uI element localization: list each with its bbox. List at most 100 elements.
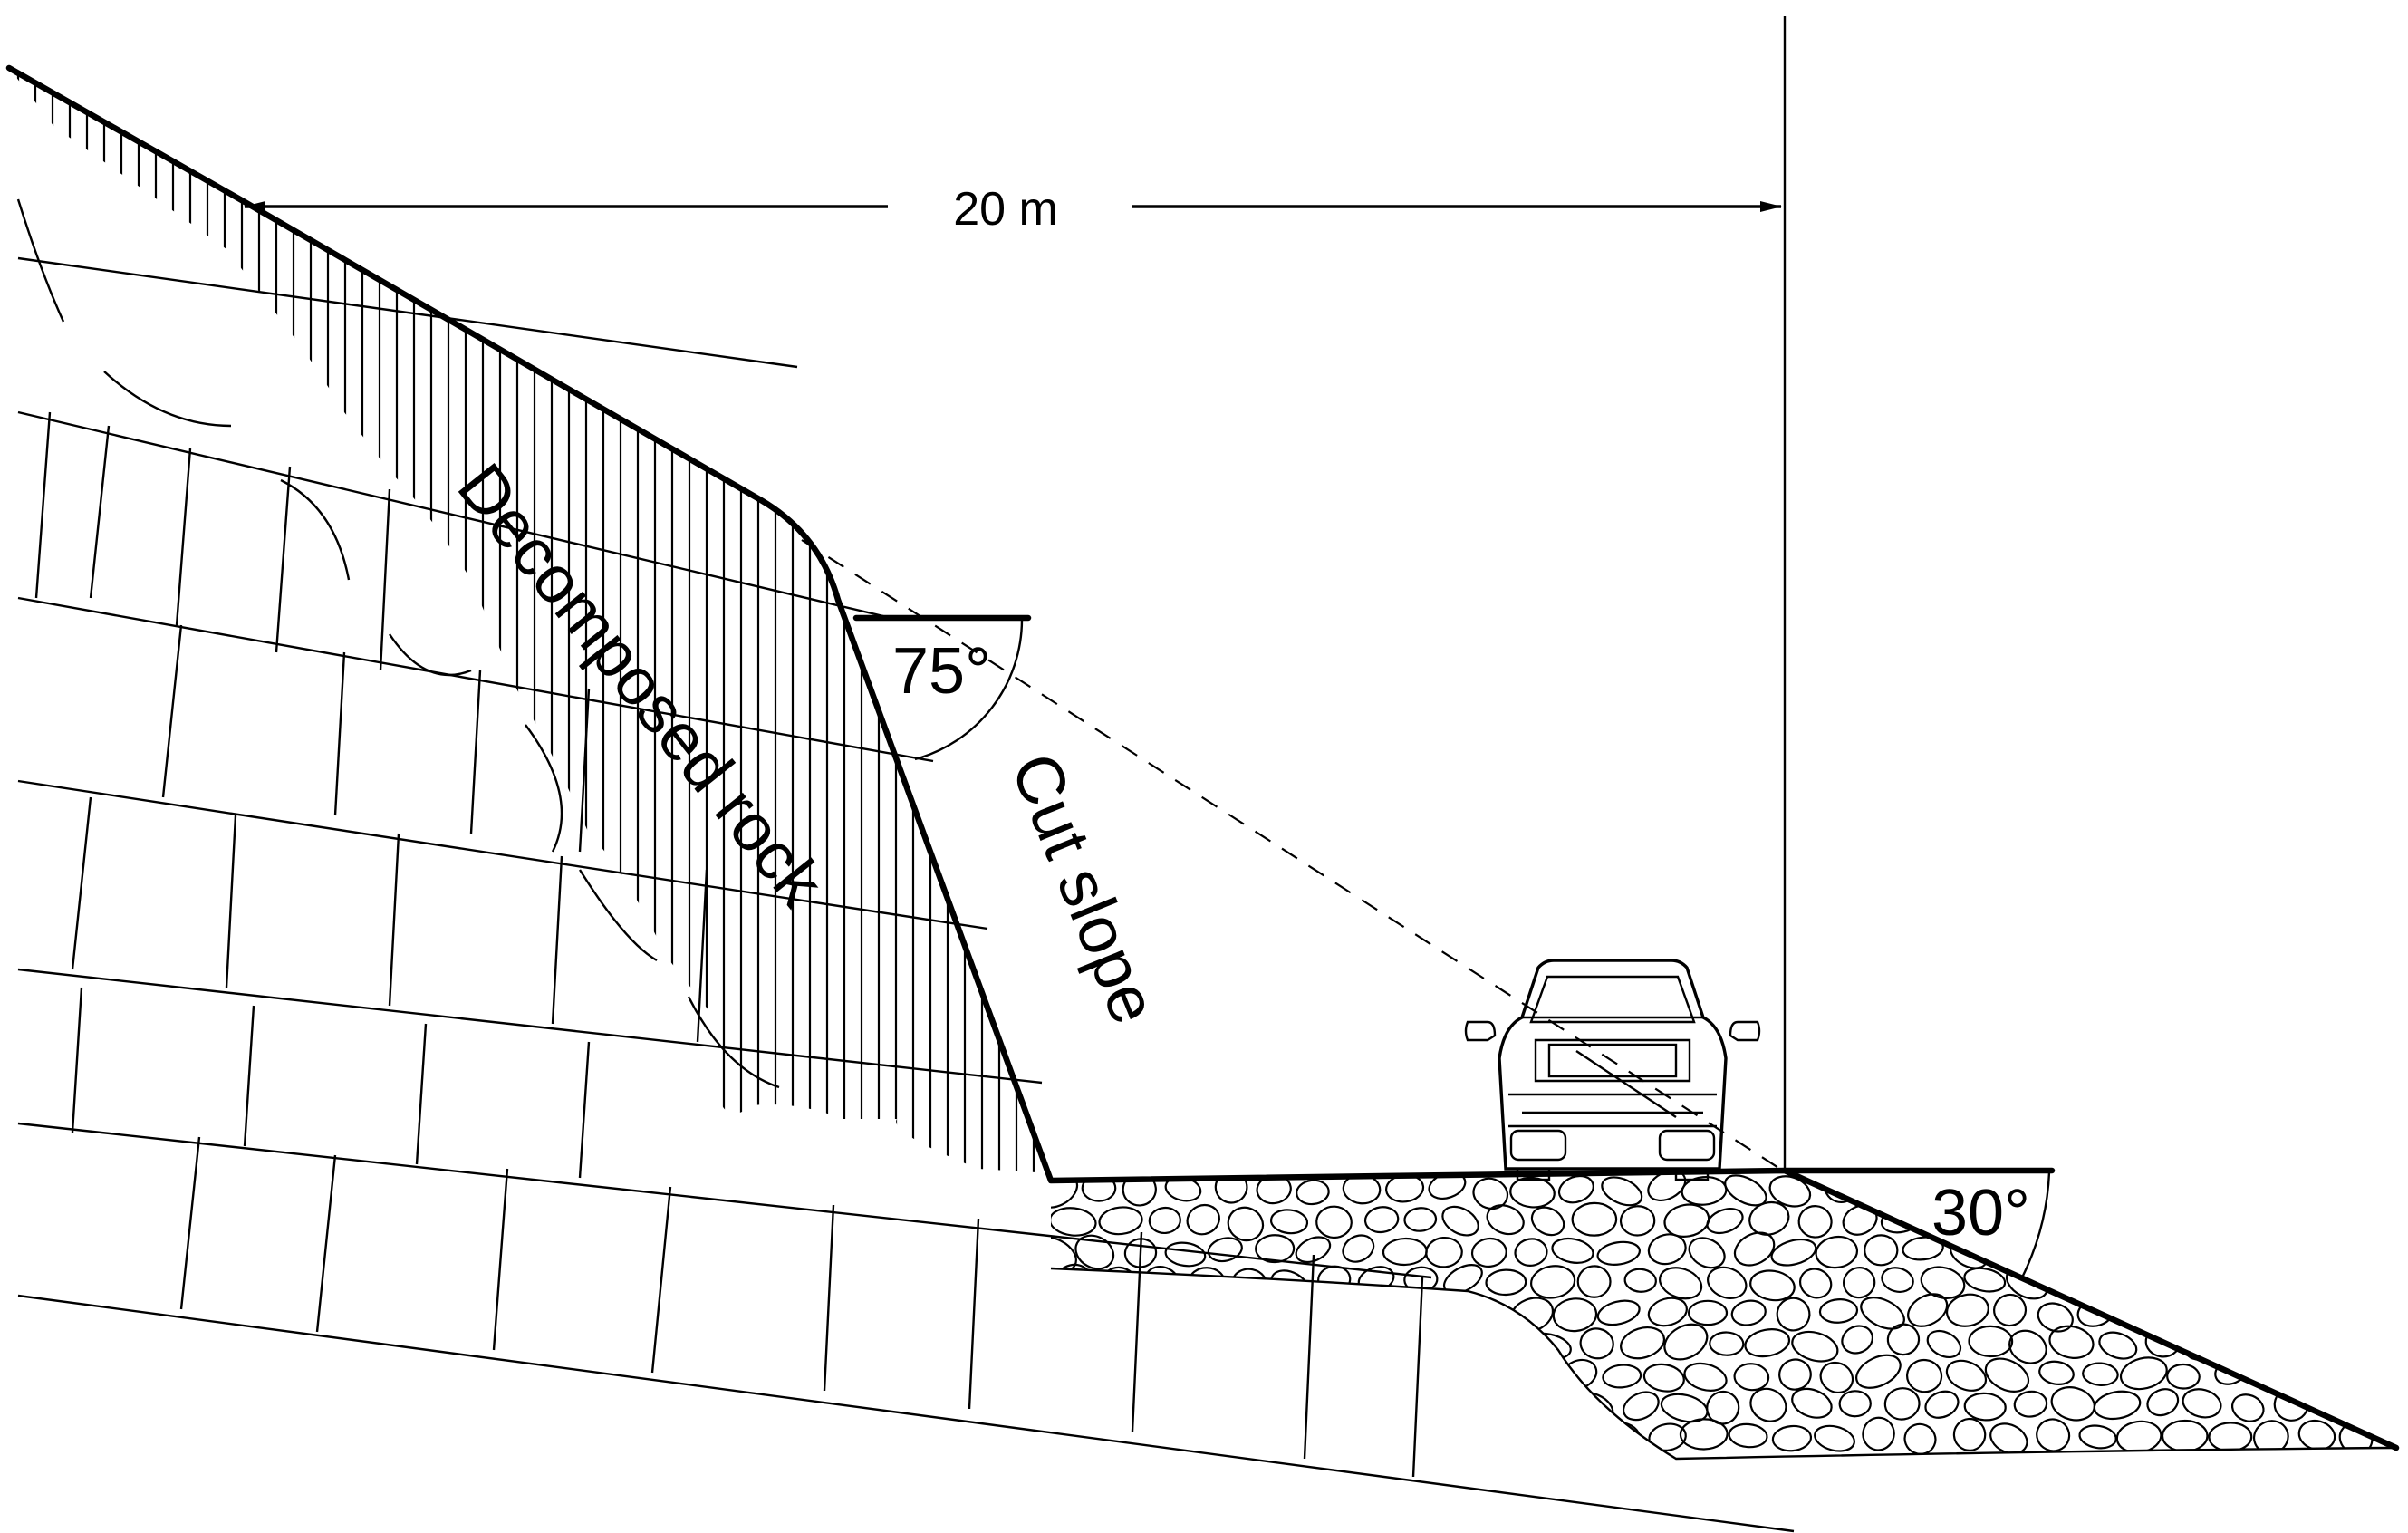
rock-joint-line xyxy=(175,448,192,626)
rock-joint-line xyxy=(161,624,183,798)
cobble-stone xyxy=(1337,1298,1374,1330)
cobble-stone xyxy=(1051,1207,1097,1237)
cobble-stone xyxy=(1596,1299,1641,1326)
cobble-stone xyxy=(1596,1240,1641,1266)
cobble-stone xyxy=(1227,1206,1265,1242)
cobble-stone xyxy=(2056,1200,2099,1233)
cobble-stone xyxy=(1253,1293,1296,1327)
cobble-stone xyxy=(1663,1203,1710,1238)
cobble-stone xyxy=(1052,1384,1097,1420)
cobble-stone xyxy=(2275,1327,2314,1357)
cobble-stone xyxy=(1257,1420,1291,1451)
cobble-stone xyxy=(1798,1268,1833,1299)
cobble-stone xyxy=(1270,1269,1311,1304)
rock-joint-line xyxy=(492,1168,509,1351)
cobble-stone xyxy=(1058,1324,1096,1359)
cobble-stone xyxy=(1838,1390,1872,1418)
cobble-stone xyxy=(2098,1331,2138,1360)
cobble-stone xyxy=(1296,1179,1330,1206)
cobble-stone xyxy=(1881,1267,1914,1293)
cobble-stone xyxy=(1601,1176,1643,1207)
cobble-stone xyxy=(2341,1175,2381,1207)
cobble-stone xyxy=(1778,1358,1812,1391)
cobble-stone xyxy=(1623,1268,1657,1293)
cobble-stone xyxy=(1403,1207,1438,1232)
cobble-stone xyxy=(1791,1387,1833,1419)
cobble-stone xyxy=(1818,1298,1859,1324)
cobble-stone xyxy=(1315,1205,1353,1239)
cobble-stone xyxy=(1926,1329,1962,1359)
cobble-stone xyxy=(1683,1362,1728,1392)
fill-slope-angle-marker xyxy=(1781,1167,2056,1278)
cobble-stone xyxy=(1255,1234,1296,1264)
cobble-stone xyxy=(1144,1392,1181,1426)
cobble-stone xyxy=(2100,1203,2134,1233)
cobble-stone xyxy=(1688,1237,1726,1269)
cobble-stone xyxy=(1186,1203,1220,1236)
rock-joint-line xyxy=(469,670,482,834)
cobble-stone xyxy=(1470,1415,1513,1451)
cobble-stone xyxy=(1188,1267,1226,1298)
cobble-stone xyxy=(1381,1357,1419,1385)
cobble-stone xyxy=(2182,1388,2222,1419)
cobble-stone xyxy=(1123,1238,1158,1268)
cobble-stone xyxy=(2050,1386,2095,1422)
cobble-stone xyxy=(2146,1388,2180,1417)
cobble-stone xyxy=(2317,1264,2359,1295)
cobble-stone xyxy=(1231,1391,1267,1417)
cobble-stone xyxy=(2048,1325,2095,1359)
cobble-stone xyxy=(1989,1422,2028,1455)
cobble-stone xyxy=(2271,1207,2309,1236)
cobble-stone xyxy=(1749,1269,1796,1302)
rock-joint-line xyxy=(243,1005,255,1147)
original-ground-line xyxy=(801,539,1784,1171)
cobble-stone xyxy=(1446,1330,1492,1357)
cobble-stone xyxy=(1814,1424,1855,1452)
cobble-stone xyxy=(2166,1363,2201,1390)
rock-joint-line xyxy=(1411,1277,1424,1478)
cobble-stone xyxy=(1363,1206,1400,1234)
cobble-stone xyxy=(1903,1422,1937,1455)
rock-layer-line xyxy=(17,1122,1432,1279)
rock-joint-line xyxy=(225,815,237,988)
cobble-stone xyxy=(1659,1267,1703,1300)
cobble-stone xyxy=(1513,1357,1558,1392)
cobble-stone xyxy=(2038,1360,2075,1385)
cobble-stone xyxy=(2234,1325,2271,1359)
cobble-stone xyxy=(1864,1234,1899,1267)
cobble-stone xyxy=(2362,1327,2396,1361)
rock-joint-line xyxy=(379,488,391,671)
cobble-stone xyxy=(1551,1237,1594,1264)
cobble-stone xyxy=(1270,1387,1316,1424)
cobble-stone xyxy=(1576,1265,1612,1298)
cobble-stone xyxy=(1728,1422,1768,1449)
cobble-stone xyxy=(1920,1266,1966,1299)
cobble-stone xyxy=(1208,1363,1247,1392)
cobble-stone xyxy=(2161,1236,2211,1262)
cobble-stone xyxy=(2093,1390,2142,1421)
cobble-stone xyxy=(2337,1295,2376,1327)
cobble-stone xyxy=(1338,1360,1382,1390)
cobble-stone xyxy=(1471,1299,1511,1334)
rock-joint-line xyxy=(34,411,52,599)
cobble-stone xyxy=(2382,1358,2396,1386)
cobble-stone xyxy=(1530,1265,1576,1299)
cobble-stone xyxy=(2212,1236,2248,1268)
cobble-stone xyxy=(1355,1325,1401,1363)
fill-cobbles xyxy=(1051,1171,2396,1455)
cobble-stone xyxy=(1076,1359,1122,1391)
cobble-stone xyxy=(1687,1299,1729,1326)
cut-slope-angle-marker xyxy=(852,614,1032,761)
cobble-stone xyxy=(1647,1233,1687,1266)
rock-joint-line xyxy=(1303,1254,1315,1460)
cobble-stone xyxy=(1647,1297,1688,1327)
cobble-stone xyxy=(1534,1389,1571,1424)
cobble-stone xyxy=(1724,1174,1767,1207)
rock-joint-line xyxy=(696,869,708,1043)
cobble-stone xyxy=(1164,1241,1207,1268)
cobble-stone xyxy=(2167,1301,2201,1332)
cobble-stone xyxy=(1164,1294,1202,1327)
cobble-stone xyxy=(1121,1358,1157,1386)
cobble-stone xyxy=(1860,1297,1905,1330)
cobble-stone xyxy=(1952,1417,1987,1452)
